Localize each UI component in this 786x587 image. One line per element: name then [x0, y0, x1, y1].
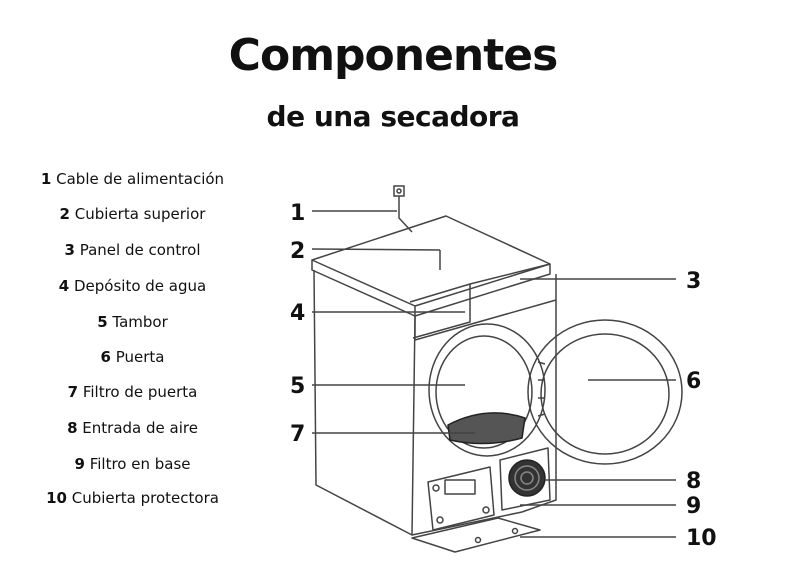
legend-number: 10 [46, 489, 67, 507]
power-plug-icon [393, 185, 413, 233]
legend-item-7: 7 Filtro de puerta [0, 383, 265, 401]
legend-number: 6 [100, 348, 111, 366]
legend-label: Cubierta protectora [71, 489, 219, 507]
legend-number: 8 [67, 419, 78, 437]
callout-6: 6 [686, 369, 701, 394]
legend-number: 3 [64, 241, 75, 259]
diagram-subtitle: de una secadora [266, 100, 520, 133]
callout-10: 10 [686, 526, 717, 551]
leader-lines [311, 210, 676, 538]
legend-label: Puerta [115, 348, 165, 366]
legend-number: 2 [59, 205, 70, 223]
legend-number: 9 [74, 455, 85, 473]
legend-label: Depósito de agua [74, 277, 207, 295]
callout-1: 1 [290, 201, 305, 226]
legend-label: Cable de alimentación [56, 170, 225, 188]
legend-item-10: 10 Cubierta protectora [0, 489, 265, 507]
legend-number: 5 [97, 313, 108, 331]
legend-item-3: 3 Panel de control [0, 241, 265, 259]
dryer-body [311, 215, 683, 553]
legend-number: 7 [67, 383, 79, 401]
legend-label: Tambor [112, 313, 168, 331]
legend-number: 4 [58, 277, 70, 295]
legend-item-4: 4 Depósito de agua [0, 277, 265, 295]
legend-label: Filtro en base [89, 455, 191, 473]
callout-4: 4 [290, 301, 305, 326]
leader-line-2 [311, 248, 441, 251]
callout-5: 5 [290, 374, 305, 399]
callout-9: 9 [686, 494, 701, 519]
diagram-title: Componentes [228, 30, 559, 81]
legend-item-8: 8 Entrada de aire [0, 419, 265, 437]
legend-item-9: 9 Filtro en base [0, 455, 265, 473]
callout-2: 2 [290, 239, 305, 264]
legend-number: 1 [40, 170, 52, 188]
legend-item-5: 5 Tambor [0, 313, 265, 331]
callout-3: 3 [686, 269, 701, 294]
legend-label: Panel de control [79, 241, 201, 259]
legend-label: Filtro de puerta [82, 383, 198, 401]
legend-label: Cubierta superior [74, 205, 206, 223]
legend-item-6: 6 Puerta [0, 348, 265, 366]
legend-item-1: 1 Cable de alimentación [0, 170, 265, 188]
legend-label: Entrada de aire [82, 419, 198, 437]
callout-8: 8 [686, 469, 701, 494]
legend-item-2: 2 Cubierta superior [0, 205, 265, 223]
callout-7: 7 [290, 422, 305, 447]
